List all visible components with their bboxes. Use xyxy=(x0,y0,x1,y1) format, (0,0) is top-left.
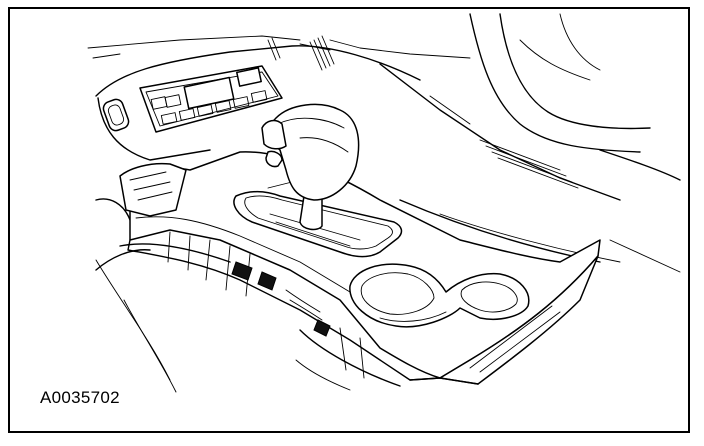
left-side-trim xyxy=(95,37,281,393)
cupholder-pair xyxy=(349,263,530,328)
climate-display xyxy=(183,76,235,110)
air-vent-icon xyxy=(102,98,130,132)
shift-knob-icon xyxy=(261,103,360,231)
figure-id-label: A0035702 xyxy=(40,388,120,407)
console-right-wall xyxy=(409,255,599,385)
dashboard-outline xyxy=(87,13,681,273)
climate-control-panel xyxy=(102,65,283,133)
lower-trim xyxy=(295,327,401,391)
